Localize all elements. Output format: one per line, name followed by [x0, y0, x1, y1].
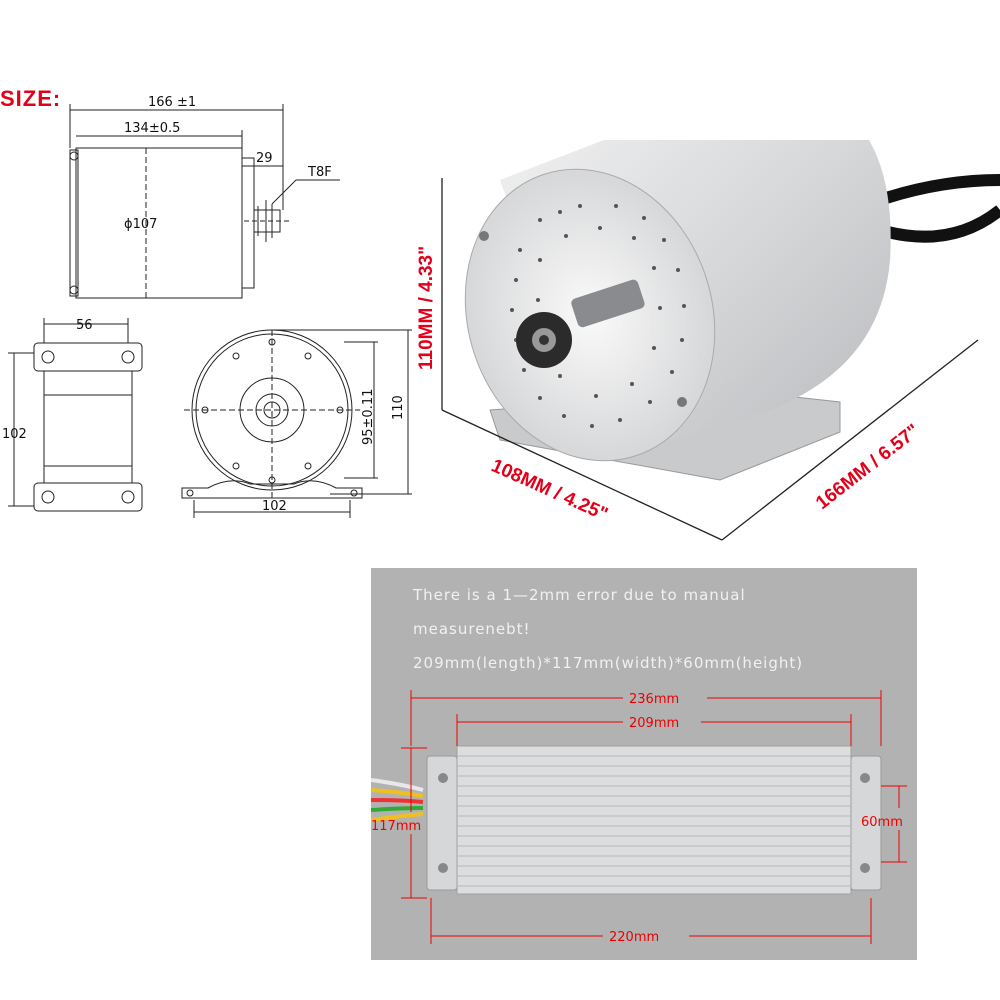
controller-note-3: 209mm(length)*117mm(width)*60mm(height): [413, 654, 804, 672]
controller-width-label: 117mm: [371, 819, 421, 834]
vent-holes: [510, 204, 686, 428]
controller-photo-panel: There is a 1—2mm error due to manual mea…: [371, 568, 917, 960]
dim-front-base-width: 102: [262, 499, 287, 514]
technical-drawing: 166 ±1 134±0.5 29 T8F ϕ107 56 102 102 95…: [2, 95, 412, 518]
size-title: SIZE:: [0, 86, 62, 111]
controller-illustration: 236mm 209mm 220mm 117mm 60mm: [371, 690, 907, 945]
dim-diameter: ϕ107: [124, 217, 157, 232]
controller-note-1: There is a 1—2mm error due to manual: [413, 586, 746, 604]
heatsink-fins: [457, 755, 851, 887]
dim-overall-length: 166 ±1: [148, 95, 196, 110]
motor-height-label: 110MM / 4.33": [416, 246, 437, 370]
controller-body-label: 209mm: [629, 716, 679, 731]
motor-width-label: 108MM / 4.25": [488, 455, 611, 525]
controller-overall-label: 236mm: [629, 692, 679, 707]
dim-body-length: 134±0.5: [124, 121, 180, 136]
motor-dimension-overlay: 110MM / 4.33" 108MM / 4.25" 166MM / 6.57…: [416, 178, 979, 541]
dim-base-length: 102: [2, 427, 27, 442]
dim-height: 110: [391, 395, 406, 420]
controller-base-label: 220mm: [609, 930, 659, 945]
motor-illustration: [464, 140, 1000, 481]
dim-sprocket: T8F: [307, 165, 332, 180]
controller-note-2: measurenebt!: [413, 620, 531, 638]
dim-base-width: 56: [76, 318, 93, 333]
dim-shaft-length: 29: [256, 151, 273, 166]
controller-height-label: 60mm: [861, 815, 903, 830]
dim-mount-spacing: 95±0.11: [361, 389, 376, 445]
motor-length-label: 166MM / 6.57": [812, 420, 924, 514]
